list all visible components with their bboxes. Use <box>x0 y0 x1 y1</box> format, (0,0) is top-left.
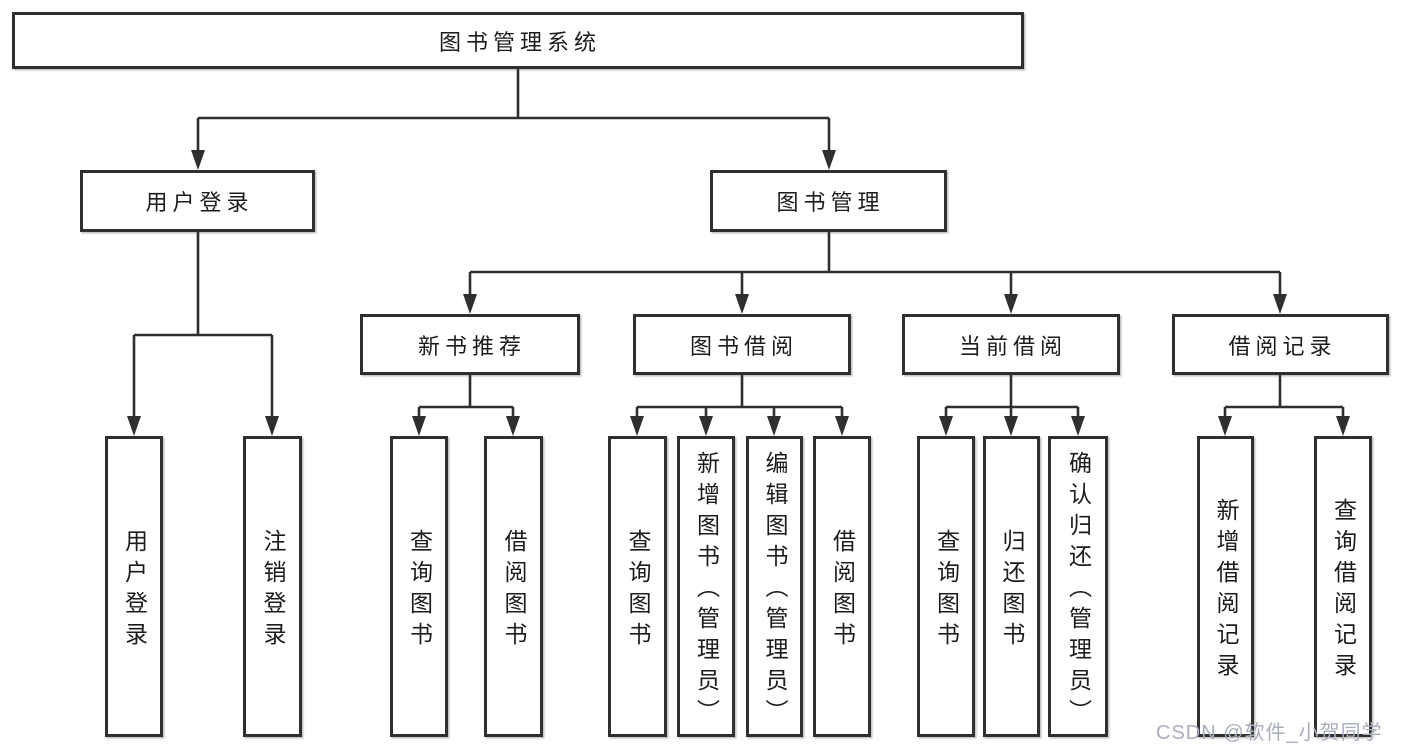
node-label: 借阅图书 <box>501 528 527 653</box>
leaf-borrowing-edit-books-admin: 编辑图书（管理员） <box>746 436 803 737</box>
node-label: 图书管理系统 <box>438 29 601 55</box>
node-label: 查询图书 <box>625 528 651 653</box>
node-label: 新增图书（管理员） <box>693 451 720 730</box>
leaf-current-confirm-return-admin: 确认归还（管理员） <box>1048 436 1108 737</box>
connector-path <box>132 69 1345 418</box>
leaf-recommend-borrow-books: 借阅图书 <box>484 436 543 737</box>
node-current-borrowing: 当前借阅 <box>902 314 1120 375</box>
leaf-logout: 注销登录 <box>243 436 302 737</box>
leaf-borrowing-borrow-books: 借阅图书 <box>813 436 871 737</box>
node-book-management: 图书管理 <box>710 170 947 232</box>
node-label: 查询图书 <box>406 528 433 653</box>
node-label: 确认归还（管理员） <box>1065 451 1092 730</box>
node-label: 用户登录 <box>145 190 254 215</box>
node-library-management-system: 图书管理系统 <box>12 12 1024 69</box>
node-borrowing-records: 借阅记录 <box>1172 314 1389 375</box>
node-label: 当前借阅 <box>958 333 1067 359</box>
leaf-current-return-books: 归还图书 <box>983 436 1040 737</box>
leaf-borrowing-query-books: 查询图书 <box>608 436 667 737</box>
node-label: 借阅图书 <box>829 528 856 653</box>
node-label: 归还图书 <box>999 528 1025 653</box>
node-label: 新书推荐 <box>417 333 526 359</box>
node-book-borrowing: 图书借阅 <box>633 314 851 375</box>
node-label: 注销登录 <box>260 528 286 653</box>
node-label: 用户登录 <box>121 528 148 653</box>
leaf-current-query-books: 查询图书 <box>917 436 975 737</box>
leaf-records-add-record: 新增借阅记录 <box>1197 436 1254 737</box>
node-label: 图书管理 <box>776 190 885 215</box>
node-user-login: 用户登录 <box>80 170 315 232</box>
leaf-user-login: 用户登录 <box>105 436 163 737</box>
node-label: 图书借阅 <box>689 333 798 359</box>
node-label: 新增借阅记录 <box>1213 497 1239 684</box>
node-label: 查询借阅记录 <box>1330 497 1357 684</box>
node-label: 查询图书 <box>933 528 960 653</box>
leaf-borrowing-add-books-admin: 新增图书（管理员） <box>677 436 735 737</box>
node-new-book-recommend: 新书推荐 <box>360 314 580 375</box>
leaf-records-query-record: 查询借阅记录 <box>1314 436 1372 737</box>
leaf-recommend-query-books: 查询图书 <box>390 436 448 737</box>
node-label: 借阅记录 <box>1228 333 1337 359</box>
node-label: 编辑图书（管理员） <box>762 451 788 730</box>
